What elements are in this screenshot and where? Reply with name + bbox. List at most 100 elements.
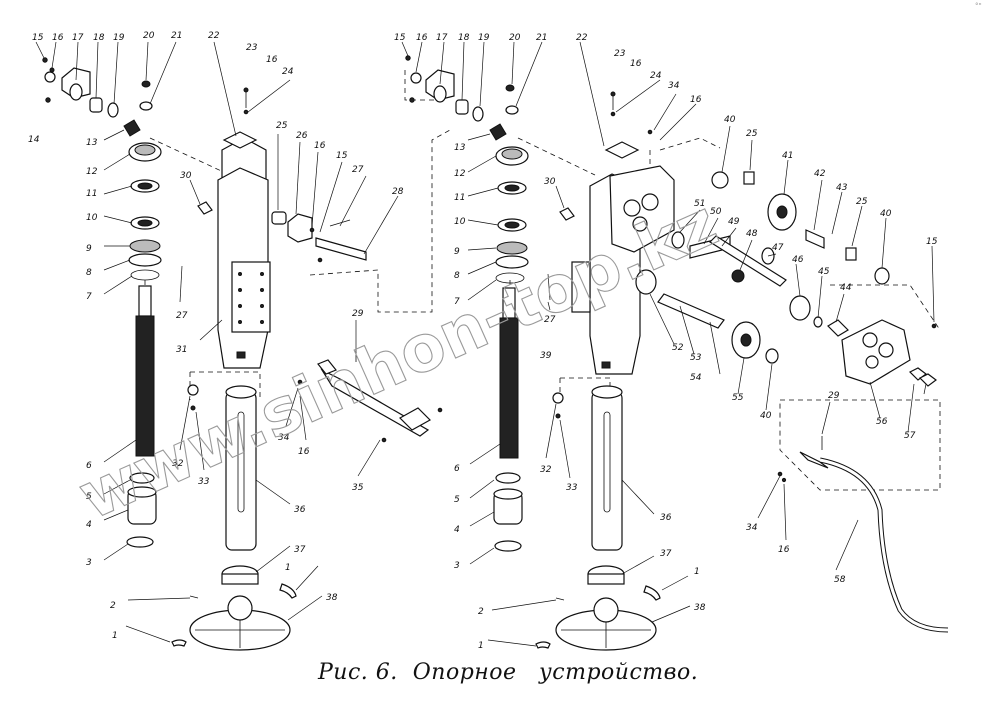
part-number-label: 6 bbox=[454, 464, 460, 474]
part-number-label: 16 bbox=[266, 55, 278, 65]
part-number-label: 22 bbox=[208, 31, 220, 41]
part-number-label: 25 bbox=[856, 197, 868, 207]
part-number-label: 35 bbox=[352, 483, 364, 493]
part-number-label: 23 bbox=[246, 43, 258, 53]
part-number-label: 21 bbox=[171, 31, 182, 41]
part-number-label: 33 bbox=[566, 483, 578, 493]
part-number-label: 38 bbox=[694, 603, 706, 613]
part-number-label: 21 bbox=[536, 33, 547, 43]
part-number-label: 10 bbox=[454, 217, 466, 227]
part-number-label: 32 bbox=[540, 465, 552, 475]
part-number-label: 56 bbox=[876, 417, 888, 427]
figure-caption: Рис. 6. Опорное устройство. bbox=[318, 660, 699, 685]
part-number-label: 36 bbox=[660, 513, 672, 523]
part-number-label: 5 bbox=[454, 495, 460, 505]
part-number-label: 8 bbox=[86, 268, 92, 278]
part-number-label: 36 bbox=[294, 505, 306, 515]
part-number-label: 51 bbox=[694, 199, 705, 209]
part-number-label: 11 bbox=[454, 193, 465, 203]
part-number-label: 30 bbox=[180, 171, 192, 181]
part-number-label: 58 bbox=[834, 575, 846, 585]
part-number-label: 29 bbox=[352, 309, 364, 319]
part-number-label: 16 bbox=[690, 95, 702, 105]
part-number-label: 54 bbox=[690, 373, 702, 383]
part-number-label: 16 bbox=[630, 59, 642, 69]
right-assembly bbox=[401, 41, 949, 651]
part-number-label: 37 bbox=[294, 545, 306, 555]
part-number-label: 32 bbox=[172, 459, 184, 469]
part-number-label: 31 bbox=[176, 345, 187, 355]
part-number-label: 55 bbox=[732, 393, 744, 403]
part-number-label: 24 bbox=[282, 67, 294, 77]
part-number-label: 34 bbox=[746, 523, 758, 533]
part-number-label: 39 bbox=[540, 351, 552, 361]
part-number-label: 46 bbox=[792, 255, 804, 265]
part-number-label: 9 bbox=[454, 247, 460, 257]
part-number-label: 52 bbox=[672, 343, 684, 353]
part-number-label: 19 bbox=[113, 33, 125, 43]
part-number-label: 1 bbox=[112, 631, 118, 641]
part-number-label: 29 bbox=[828, 391, 840, 401]
part-number-label: 44 bbox=[840, 283, 852, 293]
part-number-label: 20 bbox=[143, 31, 155, 41]
part-number-label: 25 bbox=[276, 121, 288, 131]
part-number-label: 27 bbox=[544, 315, 556, 325]
part-number-label: 10 bbox=[86, 213, 98, 223]
left-assembly bbox=[35, 41, 451, 651]
part-number-label: 9 bbox=[86, 244, 92, 254]
part-number-label: 15 bbox=[394, 33, 406, 43]
part-number-label: 3 bbox=[86, 558, 92, 568]
part-number-label: 16 bbox=[778, 545, 790, 555]
part-number-label: 15 bbox=[336, 151, 348, 161]
part-number-label: 43 bbox=[836, 183, 848, 193]
part-number-label: 16 bbox=[52, 33, 64, 43]
part-number-label: 27 bbox=[176, 311, 188, 321]
part-number-label: 4 bbox=[86, 520, 92, 530]
part-number-label: 13 bbox=[86, 138, 98, 148]
part-number-label: 30 bbox=[544, 177, 556, 187]
part-number-label: 41 bbox=[782, 151, 793, 161]
part-number-label: 16 bbox=[314, 141, 326, 151]
part-number-label: 37 bbox=[660, 549, 672, 559]
part-number-label: 17 bbox=[72, 33, 84, 43]
part-number-label: 12 bbox=[454, 169, 466, 179]
part-number-label: 16 bbox=[416, 33, 428, 43]
part-number-label: 26 bbox=[296, 131, 308, 141]
part-number-label: 11 bbox=[86, 189, 97, 199]
part-number-label: 28 bbox=[392, 187, 404, 197]
part-number-label: 45 bbox=[818, 267, 830, 277]
part-number-label: 24 bbox=[650, 71, 662, 81]
part-number-label: 2 bbox=[478, 607, 484, 617]
part-number-label: 42 bbox=[814, 169, 826, 179]
part-number-label: 50 bbox=[710, 207, 722, 217]
part-number-label: 40 bbox=[760, 411, 772, 421]
part-number-label: 7 bbox=[86, 292, 92, 302]
part-number-label: 25 bbox=[746, 129, 758, 139]
part-number-label: 7 bbox=[454, 297, 460, 307]
part-number-label: 1 bbox=[694, 567, 700, 577]
part-number-label: 22 bbox=[576, 33, 588, 43]
part-number-label: 13 bbox=[454, 143, 466, 153]
part-number-label: 3 bbox=[454, 561, 460, 571]
part-number-label: 8 bbox=[454, 271, 460, 281]
part-number-label: 38 bbox=[326, 593, 338, 603]
part-number-label: 34 bbox=[668, 81, 680, 91]
corner-mark: °" bbox=[975, 2, 982, 10]
part-number-label: 14 bbox=[28, 135, 40, 145]
part-number-label: 19 bbox=[478, 33, 490, 43]
part-number-label: 48 bbox=[746, 229, 758, 239]
part-number-label: 47 bbox=[772, 243, 784, 253]
part-number-label: 1 bbox=[478, 641, 484, 651]
part-number-label: 18 bbox=[458, 33, 470, 43]
part-number-label: 4 bbox=[454, 525, 460, 535]
part-number-label: 5 bbox=[86, 492, 92, 502]
part-number-label: 40 bbox=[724, 115, 736, 125]
part-number-label: 12 bbox=[86, 167, 98, 177]
part-number-label: 34 bbox=[278, 433, 290, 443]
part-number-label: 15 bbox=[32, 33, 44, 43]
part-number-label: 17 bbox=[436, 33, 448, 43]
